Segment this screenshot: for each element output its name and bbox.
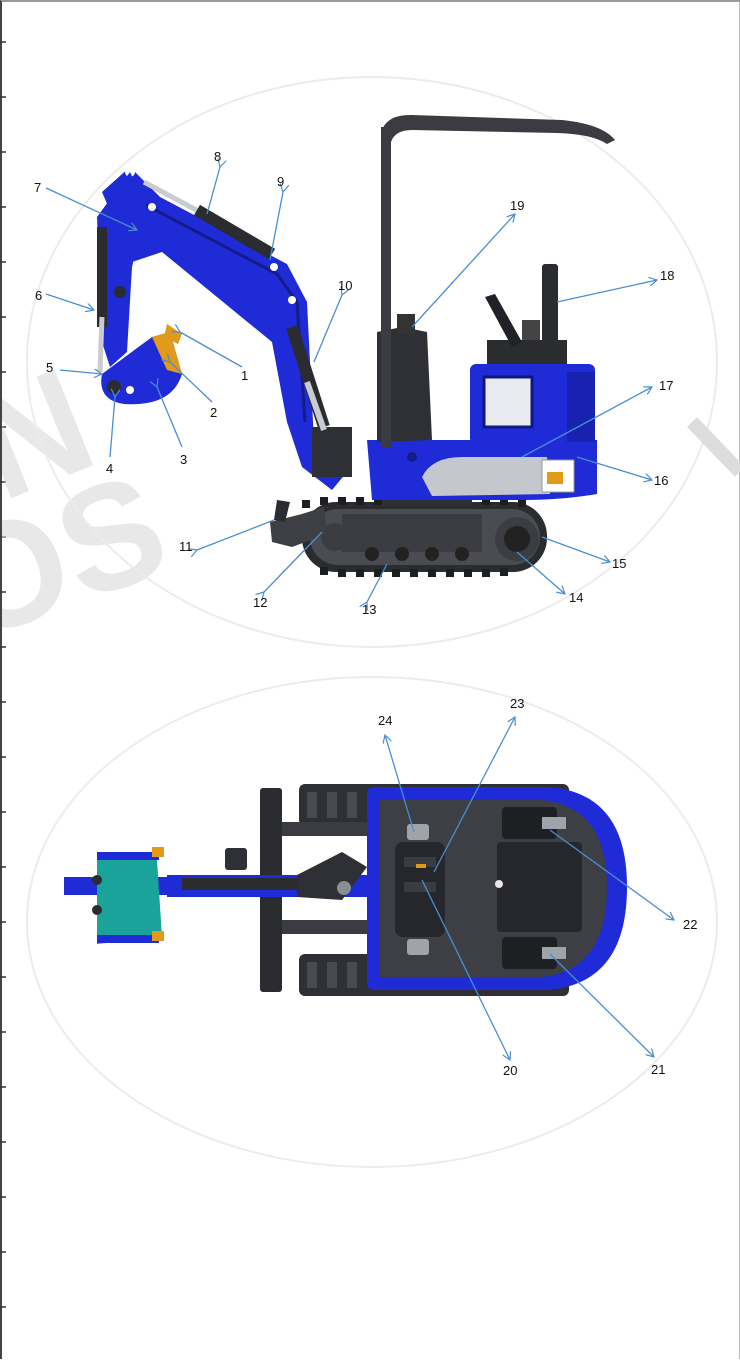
callout-19: 19 bbox=[510, 198, 524, 213]
callout-5: 5 bbox=[46, 360, 53, 375]
callout-6: 6 bbox=[35, 288, 42, 303]
callout-1: 1 bbox=[241, 368, 248, 383]
callout-13: 13 bbox=[362, 602, 376, 617]
callout-8: 8 bbox=[214, 149, 221, 164]
arm-cylinder bbox=[142, 179, 276, 260]
arm bbox=[97, 172, 147, 367]
excavator-side-view bbox=[97, 114, 615, 577]
rops-canopy bbox=[381, 114, 615, 447]
dozer-blade bbox=[270, 507, 327, 547]
callout-12: 12 bbox=[253, 595, 267, 610]
leader-lines bbox=[45, 167, 674, 1060]
callout-9: 9 bbox=[277, 174, 284, 189]
callout-3: 3 bbox=[180, 452, 187, 467]
page-edge-ticks bbox=[0, 41, 6, 1308]
side-view-callouts: 1 2 3 4 5 6 7 8 9 10 11 12 13 14 15 16 1… bbox=[34, 149, 674, 617]
upper-structure bbox=[367, 364, 597, 500]
callout-4: 4 bbox=[106, 461, 113, 476]
callout-15: 15 bbox=[612, 556, 626, 571]
callout-23: 23 bbox=[510, 696, 524, 711]
callout-18: 18 bbox=[660, 268, 674, 283]
callout-22: 22 bbox=[683, 917, 697, 932]
top-view-callouts: 20 21 22 23 24 bbox=[378, 696, 697, 1078]
top-bucket bbox=[64, 847, 174, 944]
callout-17: 17 bbox=[659, 378, 673, 393]
callout-21: 21 bbox=[651, 1062, 665, 1077]
boom-cylinder bbox=[286, 325, 330, 432]
top-lever-upper bbox=[407, 824, 429, 840]
callout-14: 14 bbox=[569, 590, 583, 605]
callout-16: 16 bbox=[654, 473, 668, 488]
callout-10: 10 bbox=[338, 278, 352, 293]
excavator-top-view bbox=[64, 784, 627, 996]
track-assembly bbox=[302, 492, 547, 577]
top-lever-lower bbox=[407, 939, 429, 955]
callout-11: 11 bbox=[179, 539, 193, 554]
callout-20: 20 bbox=[503, 1063, 517, 1078]
bucket-cylinder bbox=[97, 227, 107, 373]
callout-7: 7 bbox=[34, 180, 41, 195]
callout-24: 24 bbox=[378, 713, 392, 728]
callout-2: 2 bbox=[210, 405, 217, 420]
